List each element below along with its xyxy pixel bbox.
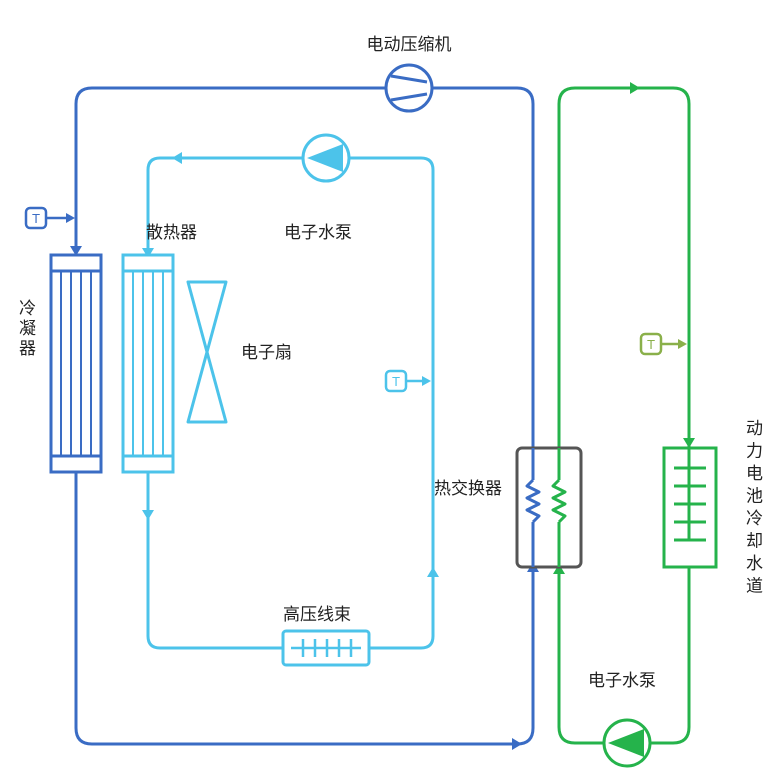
flow-arrow [683, 438, 695, 448]
flow-arrow [553, 564, 565, 574]
battery-pipe-bottom [557, 567, 604, 745]
water-pump-icon [301, 133, 351, 183]
temperature-sensor-icon: T [384, 369, 431, 393]
refrigerant-pipe [74, 86, 386, 255]
heat-exchanger-label: 热交换器 [434, 479, 502, 499]
battery-cooling-loop [557, 86, 691, 745]
condenser [49, 253, 103, 474]
high-voltage-harness [281, 629, 371, 667]
harness-label: 高压线束 [283, 605, 351, 625]
temperature-sensor-icon: T [639, 332, 687, 356]
motor-pipe-bottom [146, 472, 283, 650]
battery-pipe-left [557, 86, 691, 448]
fan-icon [186, 280, 228, 424]
pump-bottom-label: 电子水泵 [588, 671, 656, 691]
condenser-label: 冷凝器 [19, 299, 36, 359]
motor-cooling-loop [146, 156, 435, 650]
flow-arrow [427, 567, 439, 577]
svg-text:T: T [646, 338, 655, 352]
flow-arrow [172, 152, 182, 164]
flow-arrow [70, 246, 82, 256]
flow-arrow [142, 510, 154, 520]
pump-top-label: 电子水泵 [284, 223, 352, 243]
radiator-label: 散热器 [146, 223, 197, 243]
motor-pipe-top [146, 156, 303, 255]
motor-pipe-top-right [350, 156, 435, 650]
svg-text:T: T [31, 212, 40, 226]
flow-arrow [142, 248, 154, 258]
battery-channel-label: 动力电池冷却水道 [746, 419, 763, 597]
flow-arrow [630, 82, 640, 94]
refrigerant-pipe-hx-return [516, 567, 535, 746]
flow-arrow [512, 738, 522, 750]
heat-exchanger [515, 446, 583, 569]
water-pump-icon [602, 718, 652, 768]
battery-cooling-channel [662, 446, 718, 569]
radiator [121, 253, 175, 474]
refrigerant-loop [74, 86, 535, 746]
battery-pipe-channel-out [650, 567, 691, 745]
svg-text:T: T [391, 375, 400, 389]
compressor-label: 电动压缩机 [367, 35, 452, 55]
compressor-icon [384, 63, 434, 113]
temperature-sensor-icon: T [24, 206, 75, 230]
refrigerant-pipe-condenser-out [74, 472, 520, 746]
fan-label: 电子扇 [241, 343, 292, 363]
refrigerant-pipe-right [432, 86, 535, 448]
